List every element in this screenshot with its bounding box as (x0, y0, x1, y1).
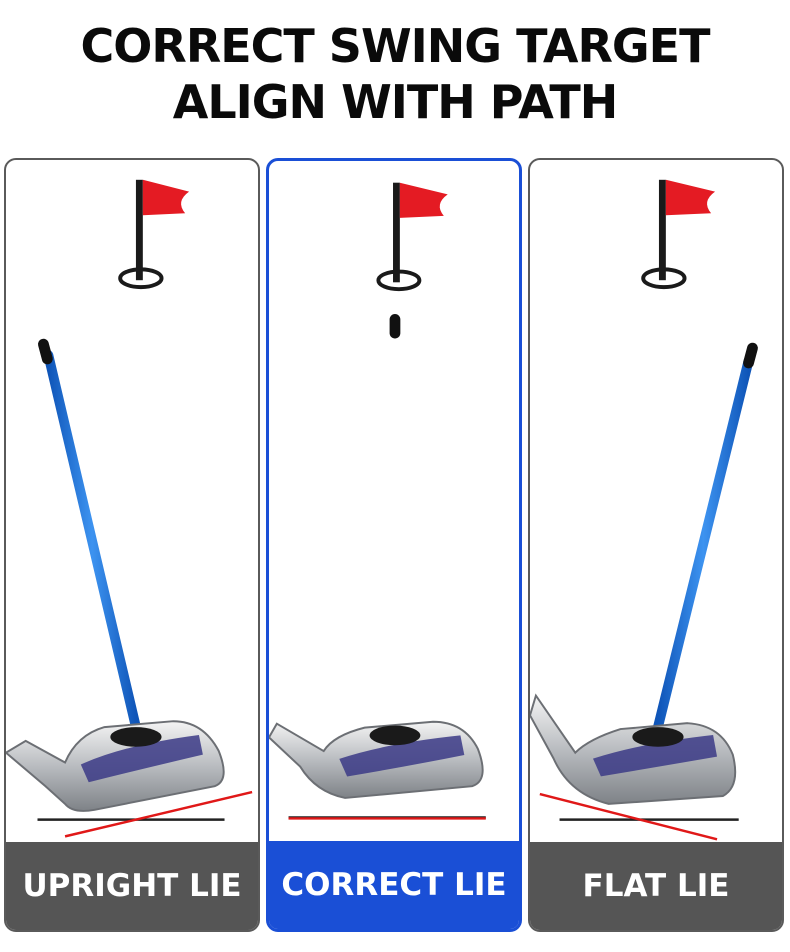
lie-angle-line (64, 790, 253, 838)
panel-upright-lie: UPRIGHT LIE (4, 158, 260, 932)
panel-correct-lie: CORRECT LIE (266, 158, 522, 932)
golf-club-head (269, 720, 484, 799)
panel-label: CORRECT LIE (281, 867, 507, 903)
panel-label: UPRIGHT LIE (22, 868, 242, 904)
alignment-stick (653, 342, 758, 733)
panel-label: FLAT LIE (582, 868, 730, 904)
panel-flat-lie: FLAT LIE (528, 158, 784, 932)
correct-lie-illustration (269, 182, 486, 820)
golf-club-head (530, 693, 737, 805)
golf-club-head (6, 720, 225, 812)
flat-lie-illustration (530, 179, 758, 841)
flag-in-hole-icon (376, 182, 448, 292)
title-line-2: ALIGN WITH PATH (172, 75, 618, 129)
lie-angle-line (539, 792, 718, 841)
flag-in-hole-icon (118, 179, 190, 290)
page-title: CORRECT SWING TARGET ALIGN WITH PATH (0, 18, 790, 130)
upright-lie-illustration (6, 179, 253, 838)
title-line-1: CORRECT SWING TARGET (80, 19, 711, 73)
flag-in-hole-icon (641, 179, 716, 290)
alignment-stick (37, 338, 141, 733)
